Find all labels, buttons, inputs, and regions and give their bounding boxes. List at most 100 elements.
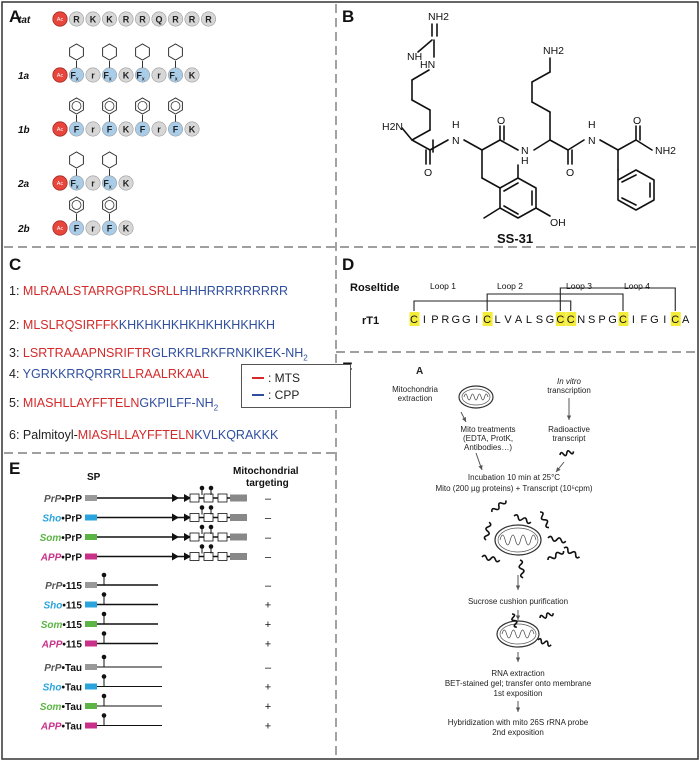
- flow-arrowhead: [462, 417, 466, 422]
- mito-cristae: [499, 534, 537, 546]
- residue-label: Fx: [169, 71, 178, 83]
- sequence-line: 1: MLRAALSTARRGPRLSRLLHHHRRRRRRRRR: [9, 284, 288, 298]
- residue-bead: [85, 220, 101, 236]
- residue-label: K: [106, 15, 113, 25]
- construct-label: APP•PrP: [40, 553, 83, 564]
- targeting-result: –: [265, 493, 272, 505]
- panel-letter-c: C: [9, 255, 21, 274]
- residue-letter: I: [632, 314, 635, 326]
- helix-box: [217, 513, 228, 522]
- cysteine-highlight: [482, 312, 493, 326]
- residue-label: r: [91, 125, 95, 135]
- mito-inner-membrane: [497, 527, 539, 553]
- sequence-line: 3: LSRTRAAAPNSRIFTRGLRKRLRKFRNKIKEK-NH2: [9, 346, 308, 363]
- signal-peptide-box: [85, 703, 97, 709]
- residue-label: r: [157, 71, 161, 81]
- residue-bead: [102, 11, 118, 27]
- helix-box: [203, 532, 214, 542]
- ac-bead: [52, 220, 68, 236]
- cpp-segment: GLRKRLRKFRNKIKEK-NH: [151, 346, 304, 360]
- glycan-dot: [101, 611, 107, 617]
- residue-letter: L: [495, 314, 501, 326]
- residue-letter: F: [641, 314, 648, 326]
- residue-label: R: [205, 15, 212, 25]
- step-mito-treatments-3: Antibodies…): [464, 443, 512, 452]
- panel-letter-a: A: [9, 7, 21, 26]
- glycan-dot: [199, 485, 205, 491]
- residue-subscript: x: [109, 185, 112, 191]
- compound-name: SS-31: [497, 231, 533, 246]
- rna-transcript: [513, 514, 532, 525]
- domain-arrow: [184, 494, 191, 502]
- aromatic-circle: [71, 101, 82, 111]
- residue-label: K: [90, 15, 97, 25]
- mts-segment: LSRTRAAAPNSRIFTR: [22, 346, 152, 360]
- construct-prefix: PrP: [45, 581, 63, 592]
- glycan-dot: [199, 524, 205, 530]
- disulfide-bond: [413, 300, 572, 311]
- mitochondrion: [494, 524, 542, 556]
- construct-prefix: APP: [41, 640, 63, 651]
- phenyl-ring: [102, 196, 117, 214]
- cyclohexyl-ring: [135, 43, 150, 61]
- sequence-number: 3:: [9, 346, 23, 360]
- aromatic-circle: [170, 101, 181, 111]
- glycan-dot: [199, 544, 205, 549]
- targeting-result: +: [265, 600, 271, 612]
- residue-letter: R: [441, 314, 449, 326]
- helix-box: [217, 532, 228, 542]
- row-label: 1a: [18, 71, 30, 82]
- gpi-box: [230, 533, 247, 541]
- rna-transcript: [481, 554, 501, 563]
- glycan-dot: [101, 713, 107, 718]
- residue-letter: A: [515, 314, 523, 326]
- aromatic-circle: [137, 101, 148, 111]
- step-incubation: Incubation 10 min at 25°C: [468, 473, 560, 482]
- targeting-result: –: [265, 513, 272, 525]
- residue-letter: P: [431, 314, 438, 326]
- phenyl-ring: [135, 97, 150, 115]
- phenyl-ring: [69, 196, 84, 214]
- helix-box: [189, 493, 200, 503]
- glycan-dot: [208, 505, 214, 510]
- helix-box: [203, 493, 214, 503]
- label-o3: O: [566, 167, 574, 179]
- construct-prefix: Som: [40, 533, 62, 544]
- label-n2: N: [521, 145, 529, 157]
- domain-arrow: [184, 533, 191, 541]
- loop-label: Loop 2: [497, 281, 523, 291]
- glycan-dot: [101, 572, 107, 578]
- residue-label: K: [189, 71, 196, 81]
- targeting-header-2: targeting: [246, 478, 289, 489]
- residue-bead: [85, 11, 101, 27]
- subpanel-label: A: [416, 366, 423, 377]
- aromatic-circle: [71, 200, 82, 210]
- cysteine-highlight: [409, 312, 420, 326]
- phenyl-ring: [102, 97, 117, 115]
- glycan-dot: [101, 631, 107, 636]
- targeting-result: +: [265, 619, 271, 631]
- label-h3: H: [588, 119, 596, 131]
- ac-bead: [52, 175, 68, 191]
- residue-label: R: [189, 15, 196, 25]
- rna-transcript: [563, 546, 580, 559]
- mts-segment: MIASHLLAYFFTELN: [77, 428, 195, 442]
- construct-label: Sho•PrP: [42, 514, 82, 525]
- mitochondrion: [458, 385, 494, 409]
- residue-label: Fx: [136, 71, 145, 83]
- sequence-line: 2: MLSLRQSIRFFKKHKHKHKHKHKHKHKHKH: [9, 318, 275, 332]
- step-sucrose: Sucrose cushion purification: [468, 597, 568, 606]
- targeting-result: +: [265, 721, 271, 733]
- residue-bead: [85, 175, 101, 191]
- residue-label: R: [139, 15, 146, 25]
- cysteine-highlight: [670, 312, 681, 326]
- residue-letter: G: [546, 314, 555, 326]
- residue-label: K: [123, 125, 130, 135]
- signal-peptide-box: [85, 664, 97, 670]
- helix-box: [217, 552, 228, 561]
- label-oh: OH: [550, 217, 566, 229]
- residue-label: r: [91, 224, 95, 234]
- construct-label: PrP•Tau: [44, 663, 82, 674]
- sequence-number: 5:: [9, 396, 23, 410]
